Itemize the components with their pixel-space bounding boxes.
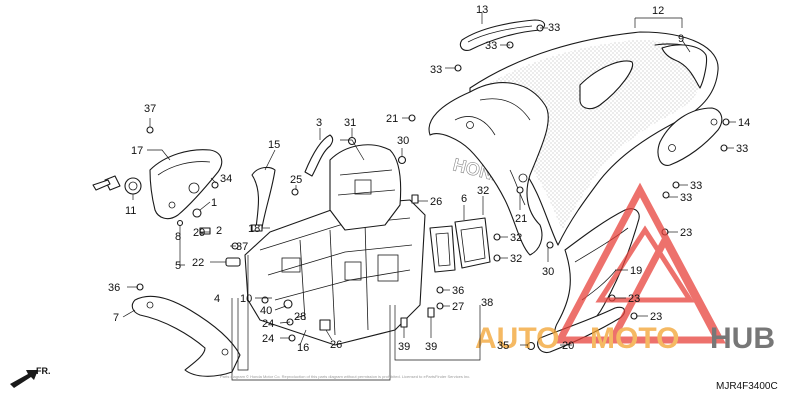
callout-31: 31 (344, 117, 356, 129)
callout-33: 33 (430, 64, 442, 76)
callout-25: 25 (290, 174, 302, 186)
callout-32: 32 (510, 253, 522, 265)
callout-26: 26 (330, 339, 342, 351)
callout-13: 13 (476, 4, 488, 16)
inner-cowl-frame (428, 82, 549, 256)
callout-4: 4 (214, 293, 220, 305)
callout-23: 23 (628, 293, 640, 305)
key-cylinder (92, 175, 142, 195)
seat-trim-strip (661, 44, 708, 89)
callout-33: 33 (485, 40, 497, 52)
drain-hose (304, 134, 334, 177)
callout-16: 16 (297, 342, 309, 354)
callout-34: 34 (220, 173, 232, 185)
callout-19: 19 (630, 265, 642, 277)
direction-label: FR. (36, 366, 51, 376)
inner-fender-tray (244, 199, 426, 346)
callout-27: 27 (452, 301, 464, 313)
callout-1: 1 (211, 197, 217, 209)
callout-39: 39 (425, 341, 437, 353)
callout-26: 26 (430, 196, 442, 208)
callout-33: 33 (548, 22, 560, 34)
callout-11: 11 (125, 205, 136, 217)
callout-7: 7 (113, 312, 119, 324)
callout-20: 20 (562, 340, 574, 352)
callout-29: 29 (193, 227, 205, 239)
callout-24: 24 (262, 318, 274, 330)
watermark-moto: MOTO (590, 322, 679, 355)
callout-2: 2 (216, 225, 222, 237)
rubber-band (429, 225, 456, 273)
callout-15: 15 (268, 139, 280, 151)
watermark-hub: HUB (710, 322, 775, 355)
callout-10: 10 (240, 293, 252, 305)
callout-33: 33 (736, 143, 748, 155)
callout-3: 3 (316, 117, 322, 129)
part-code: MJR4F3400C (716, 381, 778, 392)
callout-23: 23 (680, 227, 692, 239)
callout-21: 21 (515, 213, 527, 225)
lower-stay-bracket (131, 295, 241, 377)
callout-6: 6 (461, 193, 467, 205)
callout-37: 37 (236, 241, 248, 253)
callout-33: 33 (680, 192, 692, 204)
callout-38: 38 (481, 297, 493, 309)
tool-tray (454, 217, 491, 269)
callout-30: 30 (397, 135, 409, 147)
callout-30: 30 (542, 266, 554, 278)
callout-39: 39 (398, 341, 410, 353)
callout-32: 32 (510, 232, 522, 244)
leader-lines (122, 12, 736, 381)
callout-28: 28 (294, 311, 306, 323)
callout-12: 12 (652, 5, 664, 17)
strap (251, 166, 276, 229)
callout-36: 36 (108, 282, 120, 294)
callout-33: 33 (690, 180, 702, 192)
callout-22: 22 (192, 257, 204, 269)
copyright-notice: Parts diagram © Honda Motor Co. Reproduc… (220, 374, 470, 379)
callout-9: 9 (678, 33, 684, 45)
front-direction-arrow: FR. (10, 366, 51, 388)
callout-18: 18 (248, 223, 260, 235)
callout-23: 23 (650, 311, 662, 323)
grab-rail (459, 19, 546, 51)
callout-17: 17 (131, 145, 143, 157)
callout-36: 36 (452, 285, 464, 297)
callout-8: 8 (175, 231, 181, 243)
callout-5: 5 (175, 260, 181, 272)
battery-box (329, 144, 402, 231)
callout-35: 35 (497, 340, 509, 352)
callout-37: 37 (144, 103, 156, 115)
callout-labels: 13 33 33 33 12 9 14 33 33 33 23 19 23 23… (108, 4, 750, 354)
left-side-cover (149, 149, 223, 220)
callout-40: 40 (260, 305, 272, 317)
callout-24: 24 (262, 333, 274, 345)
callout-14: 14 (738, 117, 750, 129)
callout-21: 21 (386, 113, 398, 125)
watermark-auto: AUTO (475, 322, 559, 355)
callout-32: 32 (477, 185, 489, 197)
watermark-logo: AUTO MOTO HUB (475, 182, 775, 355)
